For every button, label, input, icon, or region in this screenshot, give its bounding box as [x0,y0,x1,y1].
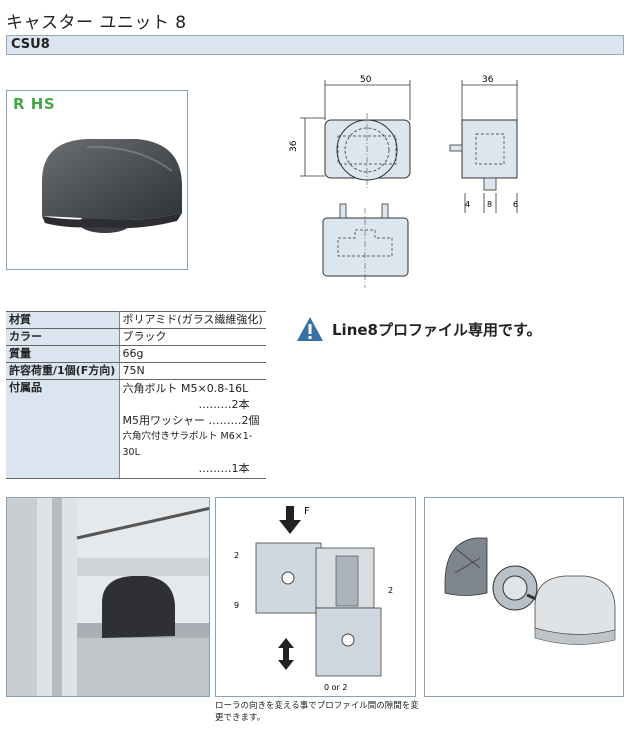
page-title: キャスター ユニット 8 [6,13,187,33]
dimension-drawing: 50 36 36 4 8 6 [289,75,518,288]
force-arrow-icon [279,506,301,534]
spec-key: 材質 [6,311,120,329]
dim-label: 9 [234,601,239,610]
dim-label: 0 or 2 [324,683,347,692]
spacing-diagram-illustration: F 2 9 2 0 or 2 [234,506,393,692]
warning-icon [297,317,323,341]
accessory-line: M5用ワッシャー ………2個 [122,414,260,427]
spec-key: 付属品 [6,379,120,479]
table-row: 許容荷重/1個(F方向) 75N [6,362,266,380]
dim-side-a: 4 [465,200,470,209]
table-row: カラー ブラック [6,328,266,346]
spec-value: 75N [119,362,266,380]
vertical-arrow-icon [278,638,294,670]
spec-key: 許容荷重/1個(F方向) [6,362,120,380]
dim-front-width: 50 [360,75,372,85]
spec-value: ポリアミド(ガラス繊維強化) [119,311,266,329]
rohs-logo: R HS [13,95,56,113]
dim-side-c: 6 [513,200,518,209]
table-row: 質量 66g [6,345,266,363]
dim-label: 2 [388,586,393,595]
spec-key: 質量 [6,345,120,363]
technical-drawings: 50 36 36 4 8 6 [280,68,540,308]
dim-front-height: 36 [289,140,299,152]
accessory-line: 六角ボルト M5×0.8-16L [122,382,249,395]
accessory-line: ………1本 [198,462,250,475]
caster-photo-illustration [42,139,182,233]
table-row: 材質 ポリアミド(ガラス繊維強化) [6,311,266,329]
installed-photo [6,497,210,697]
spec-value: ブラック [119,328,266,346]
exploded-view-illustration [444,537,616,645]
dim-side-b: 8 [487,200,492,209]
notice: Line8プロファイル専用です。 [296,316,542,342]
dim-label: 2 [234,551,239,560]
table-row: 付属品 六角ボルト M5×0.8-16L ………2本 M5用ワッシャー ………2… [6,379,266,479]
product-code-bar: CSU8 [6,35,624,55]
installed-photo-illustration [7,498,209,696]
accessory-line: 六角穴付きサラボルト M6×1-30L [122,431,253,458]
caption: ローラの向きを変える事でプロファイル間の隙間を変更できます。 [215,701,419,723]
spec-table: 材質 ポリアミド(ガラス繊維強化) カラー ブラック 質量 66g 許容荷重/1… [6,311,266,479]
force-label: F [304,506,310,517]
exploded-view [424,497,624,697]
spec-accessories: 六角ボルト M5×0.8-16L ………2本 M5用ワッシャー ………2個 六角… [119,379,266,479]
spacing-diagram: F 2 9 2 0 or 2 [215,497,416,697]
notice-text: Line8プロファイル専用です。 [332,320,542,339]
dim-side-width: 36 [482,75,494,85]
accessory-line: ………2本 [198,398,250,411]
product-photo: R HS [6,90,188,270]
spec-value: 66g [119,345,266,363]
spec-key: カラー [6,328,120,346]
